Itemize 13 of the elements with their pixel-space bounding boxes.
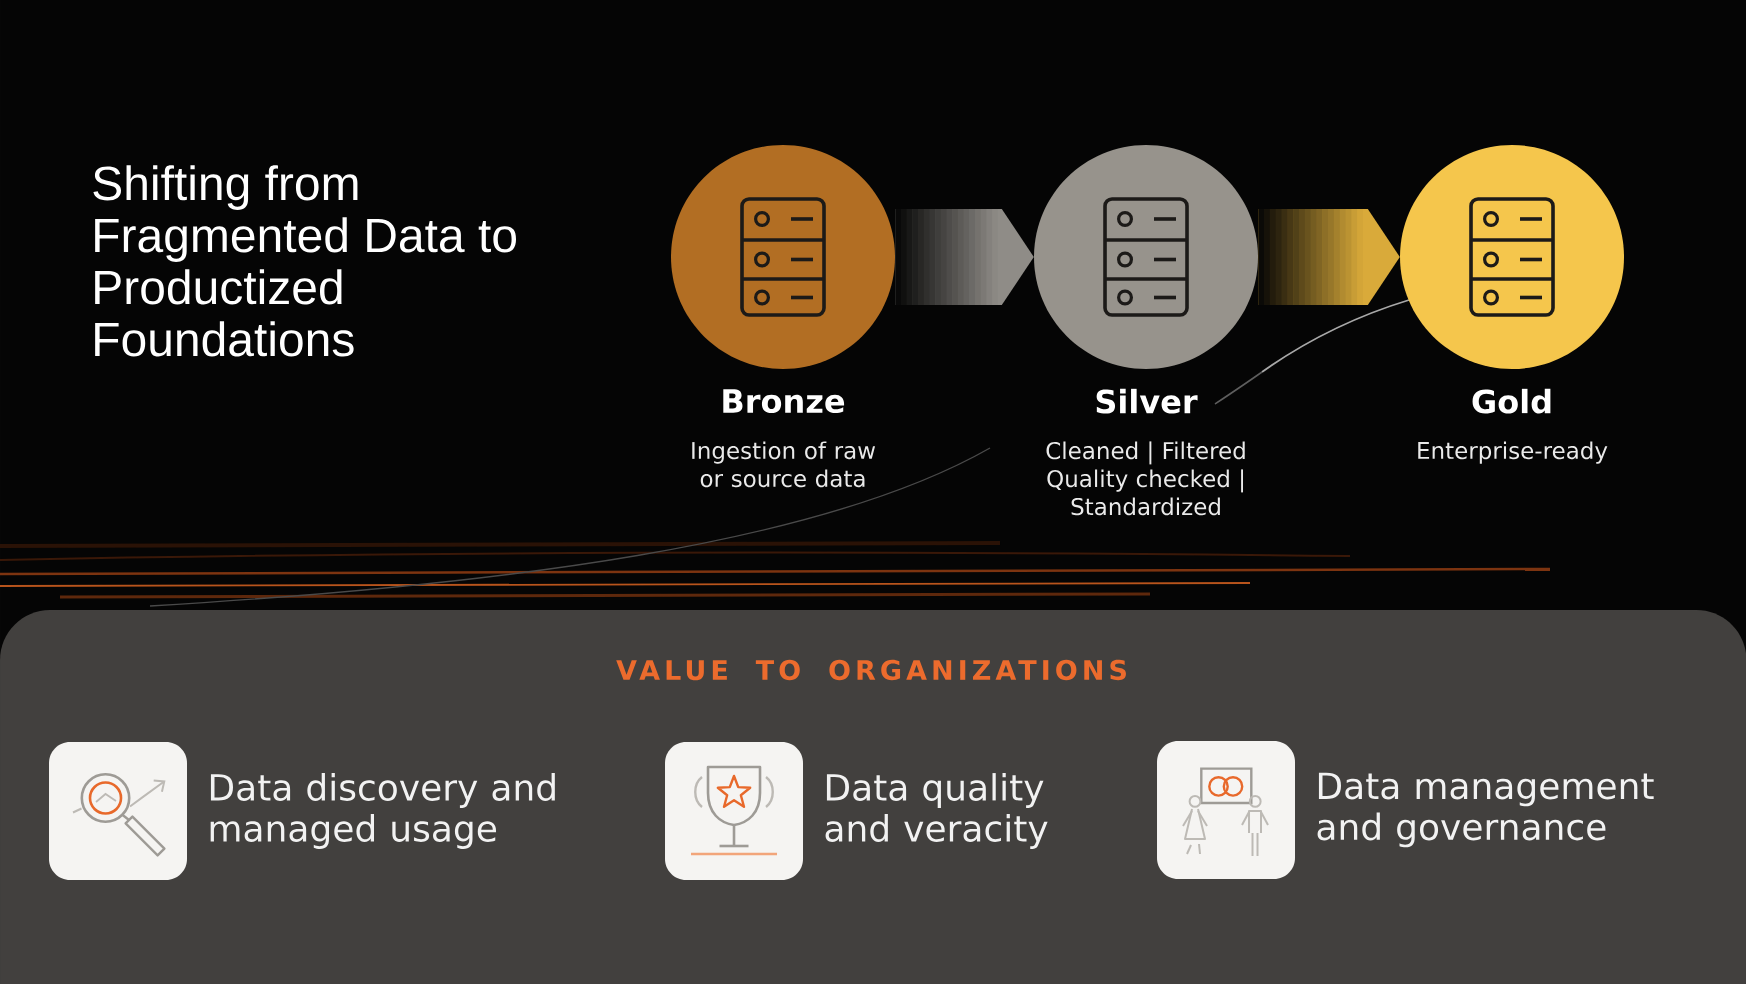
- stage-heading: Bronze: [723, 389, 845, 414]
- section-heading: VALUE TO ORGANIZATIONS: [616, 659, 1126, 681]
- chevron-arrow: [895, 209, 1034, 305]
- item-text: Data discovery and managed usage: [210, 773, 555, 849]
- item-text: Data management and governance: [1317, 772, 1654, 848]
- title: Shifting from Fragmented Data to Productized Foundations: [93, 165, 516, 357]
- chevron-arrow: [1258, 209, 1400, 305]
- stage-description: Enterprise-ready: [1418, 441, 1608, 464]
- stage-heading: Gold: [1472, 388, 1551, 414]
- stage-description: Cleaned | Filtered Quality checked | Standardized: [1046, 441, 1245, 516]
- stage-heading: Silver: [1096, 388, 1198, 414]
- stage-description: Ingestion of raw or source data: [692, 441, 876, 488]
- item-text: Data quality and veracity: [825, 773, 1048, 849]
